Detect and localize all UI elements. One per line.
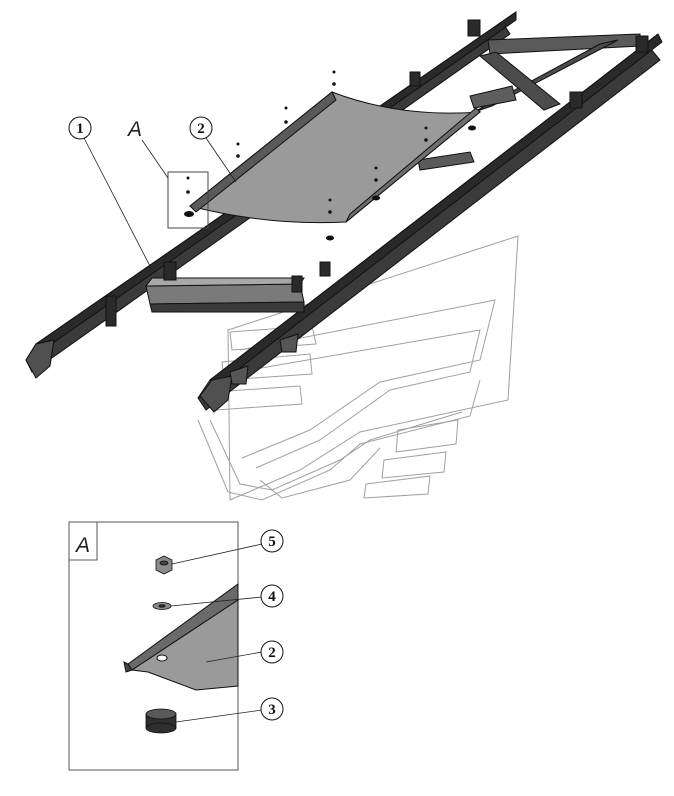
cab-ghost-outline (197, 235, 519, 501)
callout-2: 2 (189, 116, 237, 183)
frame-cross-member-front (145, 283, 305, 305)
detail-view-label: A (74, 534, 90, 557)
detail-callout-2-label: 2 (268, 645, 276, 661)
callout-2-label: 2 (197, 121, 205, 137)
detail-view-a: A (68, 521, 239, 771)
view-a-marker: A (126, 118, 209, 229)
frame-cross-member-rear (487, 33, 641, 55)
bushing-part (145, 708, 177, 734)
frame-right-rail (197, 47, 661, 411)
washer-part (152, 602, 172, 610)
frame-cross-member-mid (417, 151, 475, 171)
detail-view-title-box (68, 521, 98, 561)
callout-1: 1 (68, 116, 153, 271)
detail-callout-4: 4 (170, 584, 284, 608)
cover-plate (188, 91, 482, 224)
detail-callout-3-label: 3 (268, 702, 276, 718)
nut-part (155, 555, 173, 575)
detail-plate-part (123, 583, 239, 691)
detail-callout-2: 2 (205, 640, 284, 664)
detail-callout-5-label: 5 (268, 534, 276, 550)
view-a-frame (167, 171, 209, 229)
fastener-markers (184, 70, 476, 241)
detail-callout-4-label: 4 (268, 589, 276, 605)
view-a-label: A (126, 118, 142, 141)
detail-callout-5: 5 (171, 529, 284, 565)
detail-callout-3: 3 (175, 697, 284, 723)
callout-1-label: 1 (76, 121, 84, 137)
frame-x-brace-b (478, 51, 561, 111)
